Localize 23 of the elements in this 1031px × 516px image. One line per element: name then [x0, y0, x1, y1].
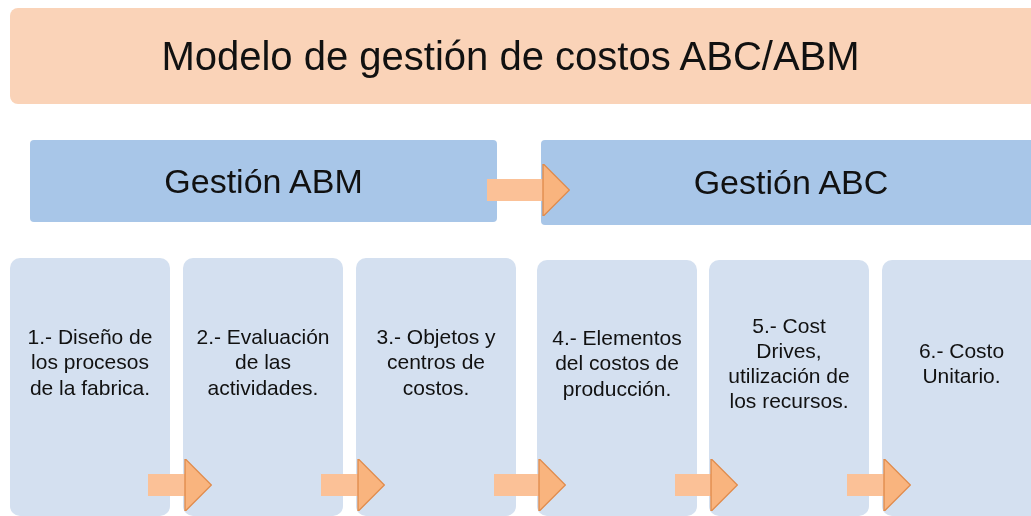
section-band	[30, 140, 497, 222]
step-card	[356, 258, 516, 516]
step-label: 6.- Costo Unitario.	[917, 337, 1006, 389]
block-arrow	[487, 162, 571, 218]
step-card	[183, 258, 343, 516]
step-label: 4.- Elementos del costos de producción.	[551, 325, 683, 401]
step-card	[537, 260, 697, 516]
block-arrow	[847, 457, 912, 513]
title-banner: Modelo de gestión de costos ABC/ABM	[10, 8, 1031, 104]
section-band	[541, 140, 1031, 225]
step-label: Gestión ABC	[693, 163, 889, 202]
block-arrow	[675, 457, 739, 513]
step-label: 2.- Evaluación de las actividades.	[195, 324, 331, 400]
step-label: 3.- Objetos y centros de costos.	[375, 324, 497, 400]
step-card	[882, 260, 1031, 516]
step-label: Gestión ABM	[164, 161, 363, 201]
step-card	[10, 258, 170, 516]
block-arrow	[494, 457, 567, 513]
step-label: 1.- Diseño de los procesos de la fabrica.	[26, 324, 154, 400]
block-arrow	[148, 457, 213, 513]
step-label: 5.- Cost Drives, utilización de los recursos.	[727, 312, 851, 414]
step-card	[709, 260, 869, 516]
block-arrow	[321, 457, 386, 513]
